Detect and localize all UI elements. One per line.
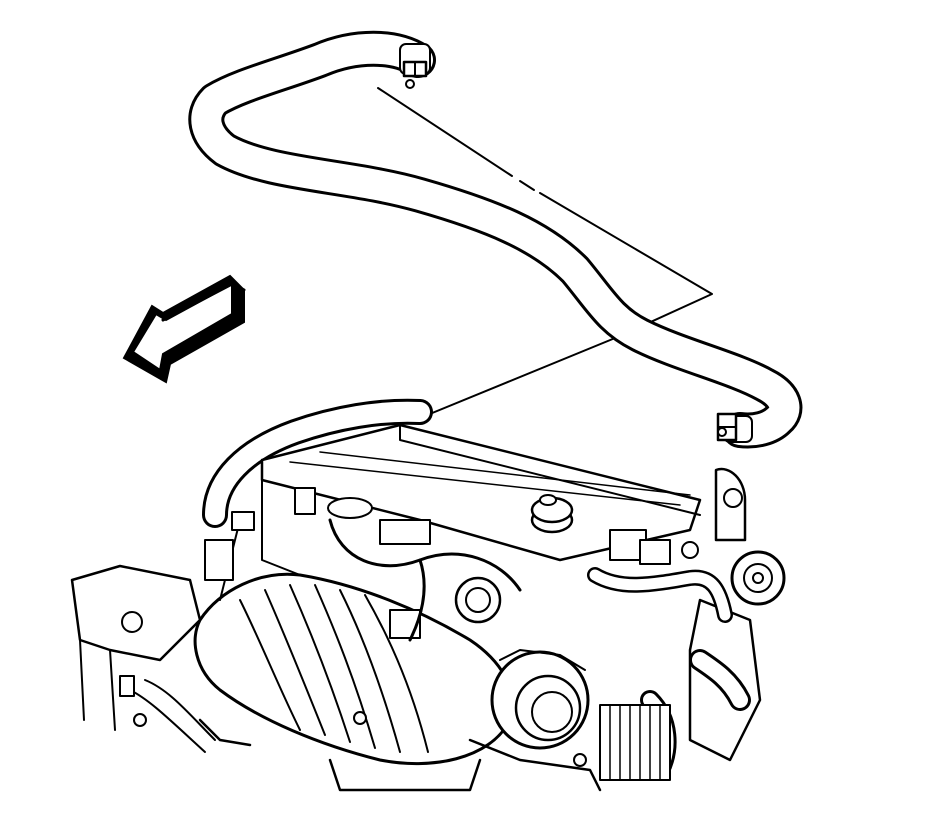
clamp-icon (402, 60, 428, 89)
arrow-front-icon (122, 274, 246, 384)
engine-icon (70, 398, 786, 792)
clamp-icon (716, 412, 738, 442)
hose-icon (188, 30, 803, 449)
radiator-fins (599, 704, 671, 781)
